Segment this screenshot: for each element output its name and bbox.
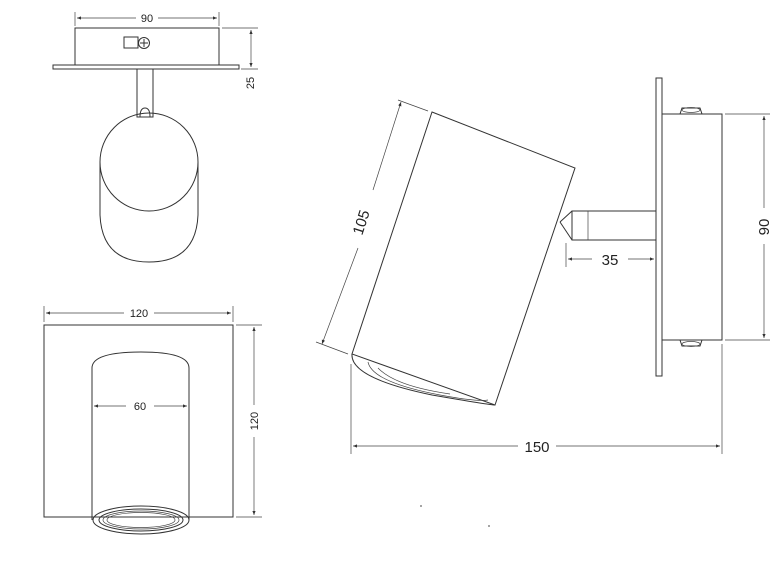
dim-label-front-width: 120 (130, 308, 148, 320)
speck (420, 505, 422, 507)
dim-label-side-plate-height: 90 (756, 219, 773, 236)
dim-side-plate-height: 90 (725, 113, 773, 341)
dim-side-total-depth: 150 (350, 344, 723, 456)
front-view-plate (43, 324, 234, 518)
dim-label-top-width: 90 (141, 13, 153, 25)
dim-top-depth: 25 (222, 27, 258, 89)
dim-label-side-length: 105 (350, 208, 374, 237)
speck (488, 525, 490, 527)
dim-top-width: 90 (74, 12, 220, 26)
dim-label-top-depth: 25 (245, 77, 257, 89)
side-view-wall-plate (655, 77, 663, 377)
dim-label-side-arm: 35 (602, 252, 619, 269)
switch-icon (123, 36, 150, 49)
dim-front-width: 120 (43, 306, 234, 322)
side-view: 105 35 90 150 (315, 77, 773, 456)
top-view-plate (52, 64, 240, 70)
dim-side-arm: 35 (565, 243, 654, 269)
top-view: 90 25 (52, 12, 258, 263)
dim-front-diameter: 60 (94, 401, 187, 413)
dim-side-length: 105 (315, 99, 429, 355)
side-view-box (661, 113, 723, 341)
top-view-cylinder (99, 112, 199, 263)
dim-label-front-diameter: 60 (134, 401, 146, 413)
side-view-cylinder (351, 111, 576, 406)
dim-front-height: 120 (236, 324, 262, 518)
front-view: 120 120 60 (43, 306, 262, 535)
dim-label-side-total-depth: 150 (524, 439, 549, 456)
front-view-cylinder (91, 351, 190, 535)
top-view-box (74, 27, 220, 66)
side-view-arm (559, 210, 657, 241)
dim-label-front-height: 120 (249, 412, 261, 430)
top-view-stem (136, 68, 154, 118)
